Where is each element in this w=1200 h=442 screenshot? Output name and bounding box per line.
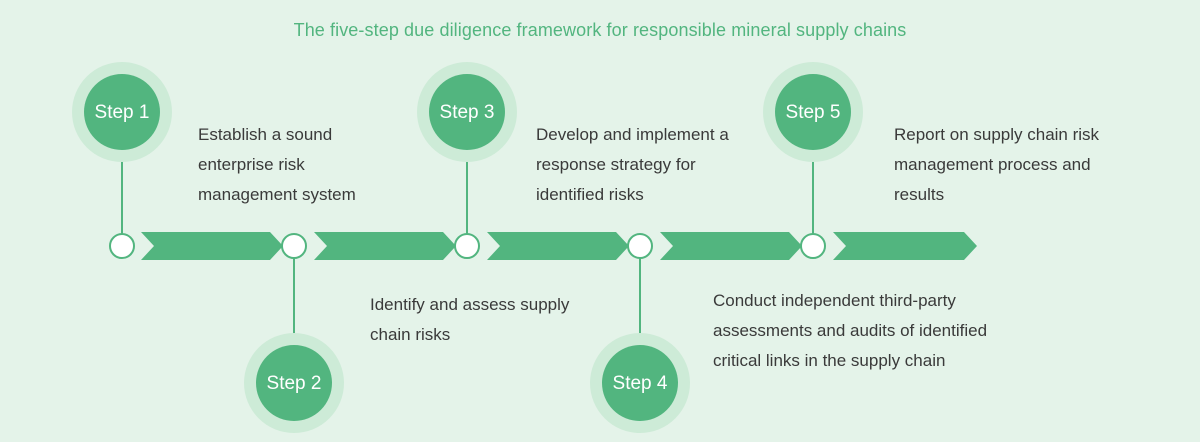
step-badge-5: Step 5 [775, 74, 851, 150]
step-description-2: Identify and assess supply chain risks [370, 295, 570, 344]
timeline-marker-5[interactable] [800, 233, 826, 259]
connector-lines [121, 162, 814, 333]
chevron-arrow-3 [487, 232, 629, 260]
step-description-5: Report on supply chain risk management p… [894, 125, 1100, 204]
step-label-4: Step 4 [612, 372, 668, 394]
step-description-4: Conduct independent third-party assessme… [713, 291, 988, 370]
timeline-markers [109, 233, 826, 259]
step-node-2[interactable]: Step 2 [244, 333, 344, 433]
timeline-marker-3[interactable] [454, 233, 480, 259]
chevron-arrow-5 [833, 232, 977, 260]
step-label-3: Step 3 [439, 101, 495, 123]
page-title: The five-step due diligence framework fo… [293, 20, 907, 40]
chevron-arrow-2 [314, 232, 456, 260]
timeline-marker-4[interactable] [627, 233, 653, 259]
step-label-1: Step 1 [94, 101, 150, 123]
chevron-arrows [141, 232, 977, 260]
step-badge-4: Step 4 [602, 345, 678, 421]
step-badge-2: Step 2 [256, 345, 332, 421]
step-node-5[interactable]: Step 5 [763, 62, 863, 162]
step-node-1[interactable]: Step 1 [72, 62, 172, 162]
step-label-2: Step 2 [266, 372, 322, 394]
step-node-3[interactable]: Step 3 [417, 62, 517, 162]
step-badge-1: Step 1 [84, 74, 160, 150]
chevron-arrow-1 [141, 232, 283, 260]
step-badge-3: Step 3 [429, 74, 505, 150]
step-label-5: Step 5 [785, 101, 841, 123]
timeline-marker-2[interactable] [281, 233, 307, 259]
chevron-arrow-4 [660, 232, 802, 260]
step-node-4[interactable]: Step 4 [590, 333, 690, 433]
step-description-1: Establish a sound enterprise risk manage… [198, 125, 356, 204]
timeline-marker-1[interactable] [109, 233, 135, 259]
step-description-3: Develop and implement a response strateg… [536, 125, 729, 204]
